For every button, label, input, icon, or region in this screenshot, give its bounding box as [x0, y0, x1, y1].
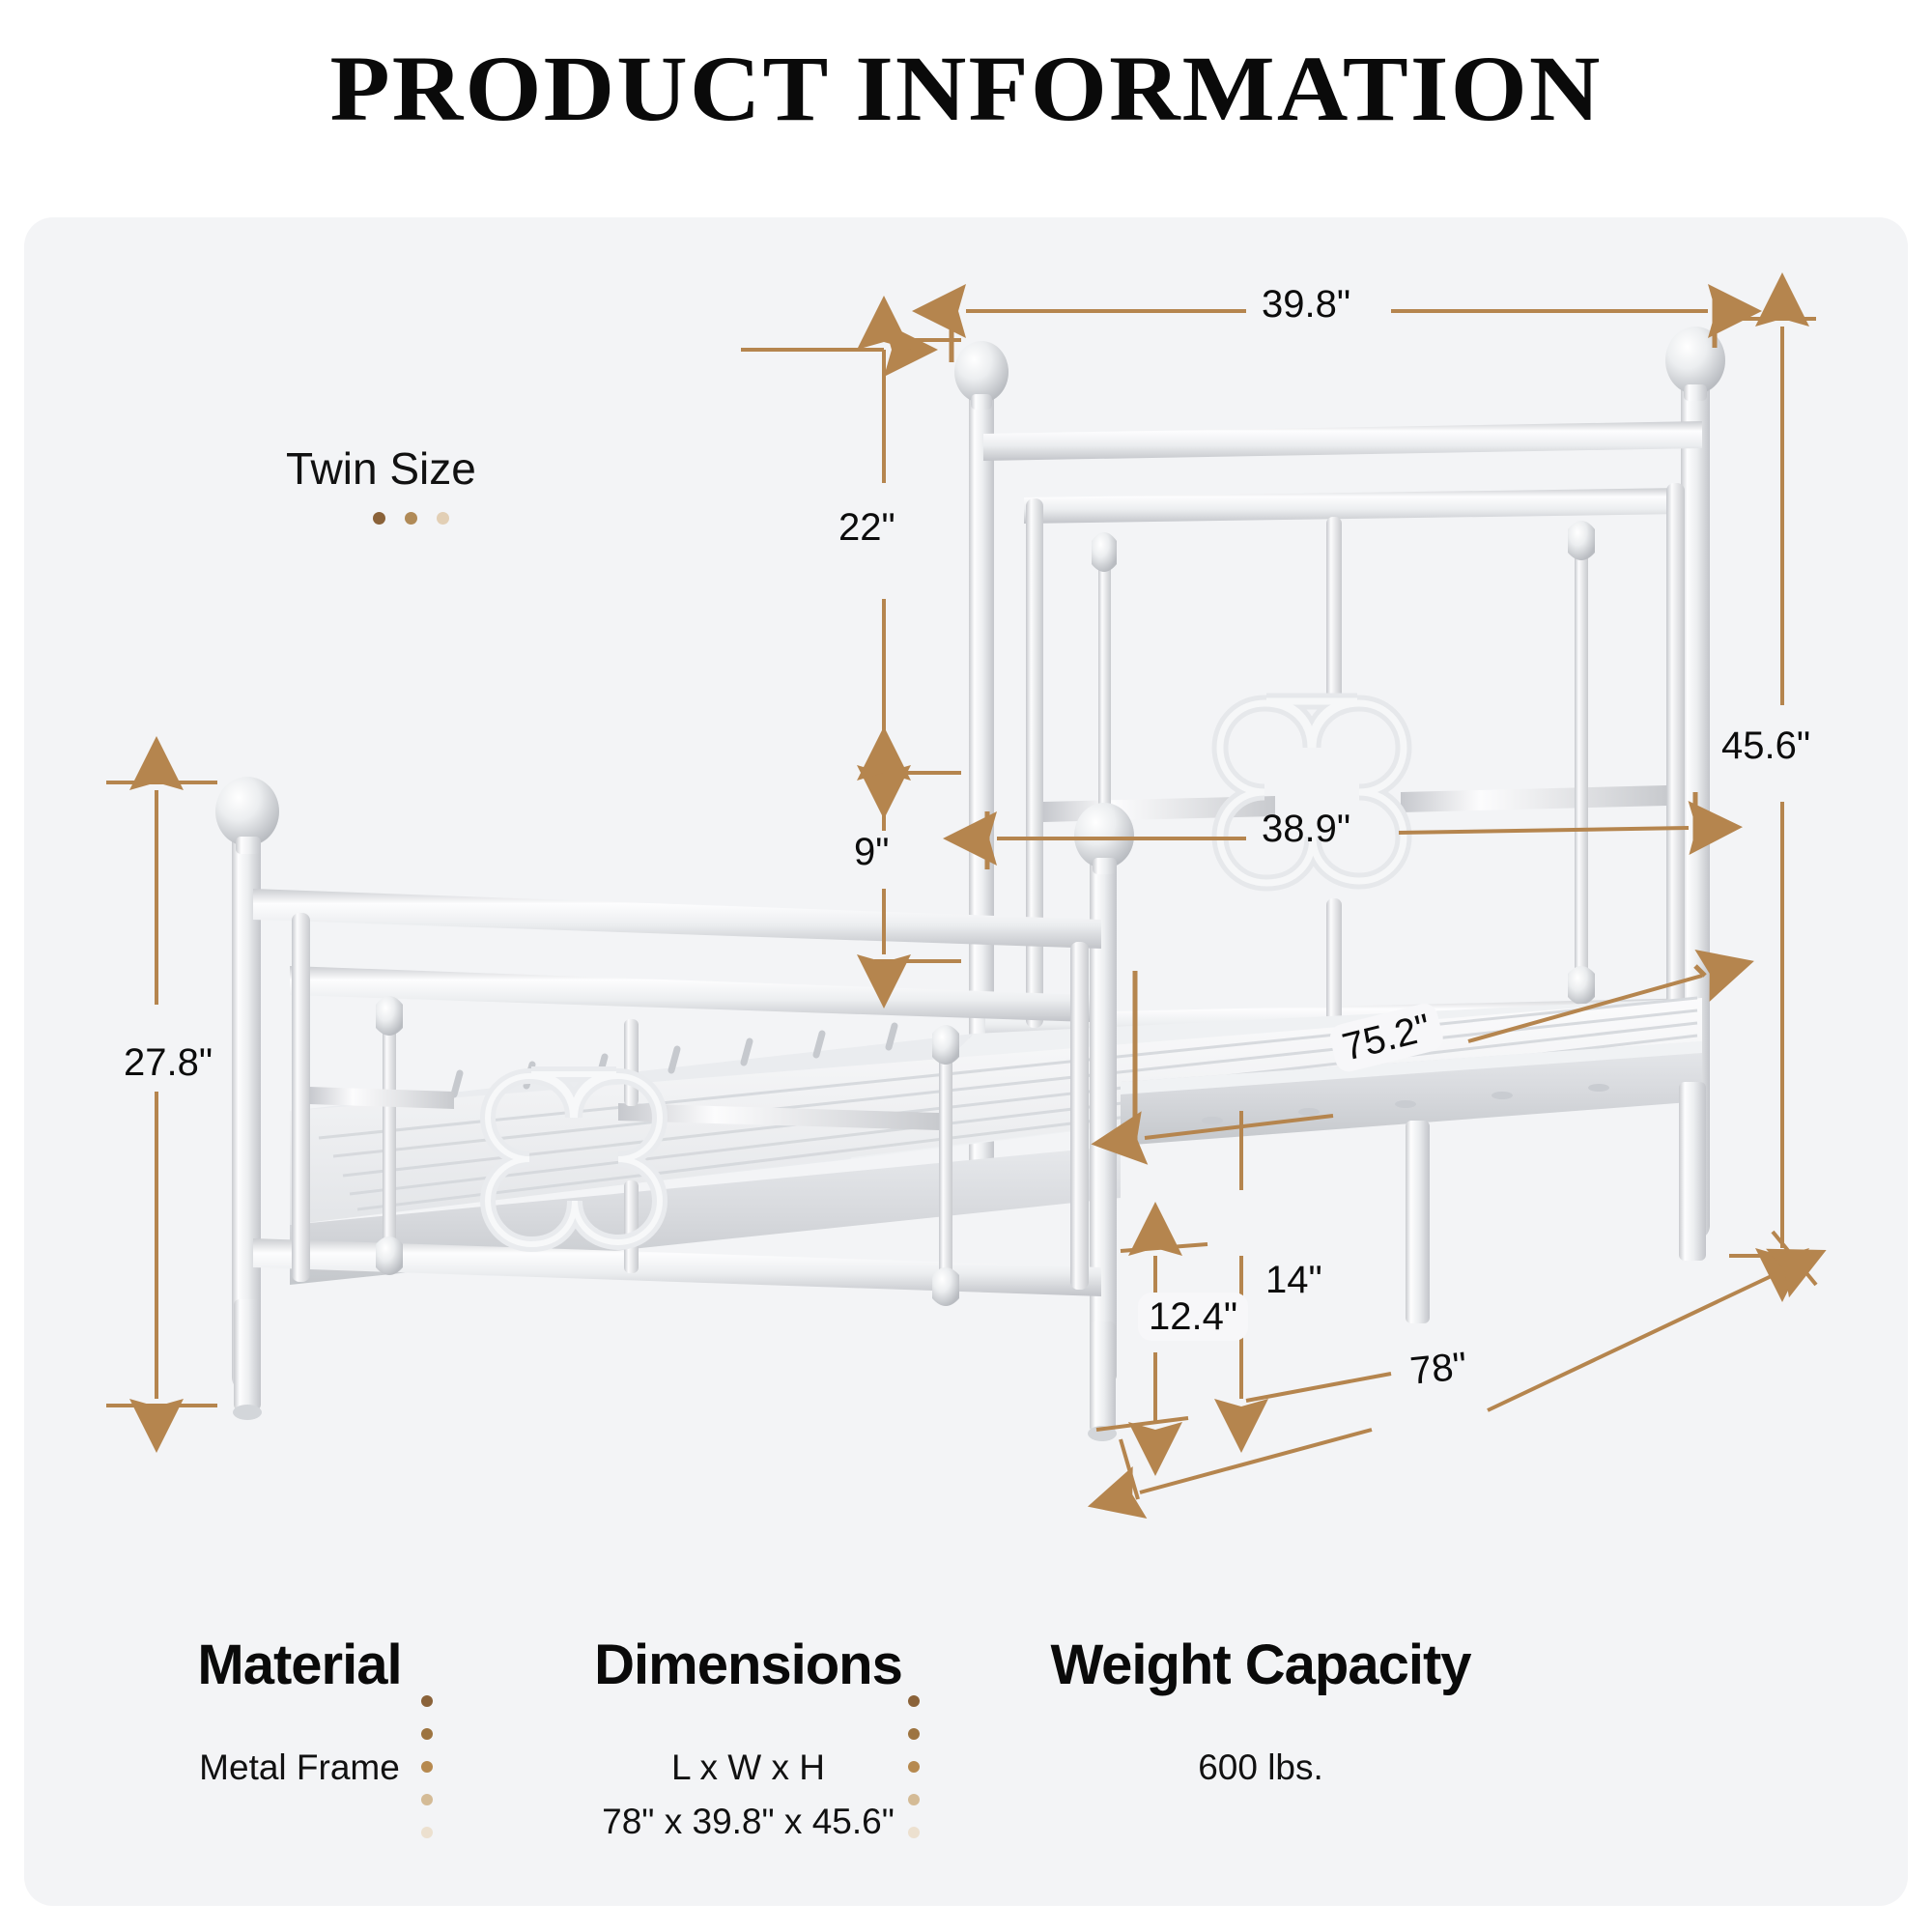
- spec-column-weight-capacity: Weight Capacity 600 lbs.: [971, 1633, 1550, 1788]
- spec-section: Material Metal Frame Dimensions L x W x …: [24, 1633, 1908, 1884]
- dimension-label-headboard-panel-height: 22": [838, 506, 895, 549]
- dimension-label-rail-clearance: 12.4": [1138, 1293, 1249, 1341]
- dimension-label-under-bed-clearance: 14": [1265, 1259, 1322, 1301]
- dimension-label-inner-width: 38.9": [1262, 808, 1351, 850]
- dimension-label-total-height: 45.6": [1721, 724, 1811, 767]
- spec-value-dimensions-format: L x W x H: [671, 1747, 825, 1787]
- spec-value-weight-capacity: 600 lbs.: [1198, 1747, 1323, 1787]
- spec-value-material: Metal Frame: [199, 1747, 400, 1787]
- page-title: PRODUCT INFORMATION: [329, 37, 1603, 140]
- headboard-assembly: [954, 327, 1725, 1239]
- size-label: Twin Size: [286, 443, 476, 494]
- dimension-label-total-length: 78": [1407, 1344, 1469, 1393]
- dimension-label-footboard-height: 27.8": [124, 1041, 213, 1084]
- size-dot-separator: [373, 512, 449, 525]
- spec-dot-separator-2: [908, 1695, 920, 1838]
- dimension-lines: [106, 272, 1827, 1520]
- spec-value-dimensions-measure: 78" x 39.8" x 45.6": [602, 1802, 895, 1841]
- spec-column-dimensions: Dimensions L x W x H 78" x 39.8" x 45.6": [519, 1633, 978, 1842]
- spec-column-material: Material Metal Frame: [77, 1633, 522, 1788]
- spec-title-weight-capacity: Weight Capacity: [1050, 1634, 1471, 1696]
- spec-title-dimensions: Dimensions: [594, 1634, 903, 1696]
- dimension-label-under-headboard-gap: 9": [854, 831, 890, 873]
- spec-dot-separator-1: [421, 1695, 433, 1838]
- dimension-label-headboard-width: 39.8": [1262, 283, 1351, 326]
- spec-title-material: Material: [197, 1634, 402, 1696]
